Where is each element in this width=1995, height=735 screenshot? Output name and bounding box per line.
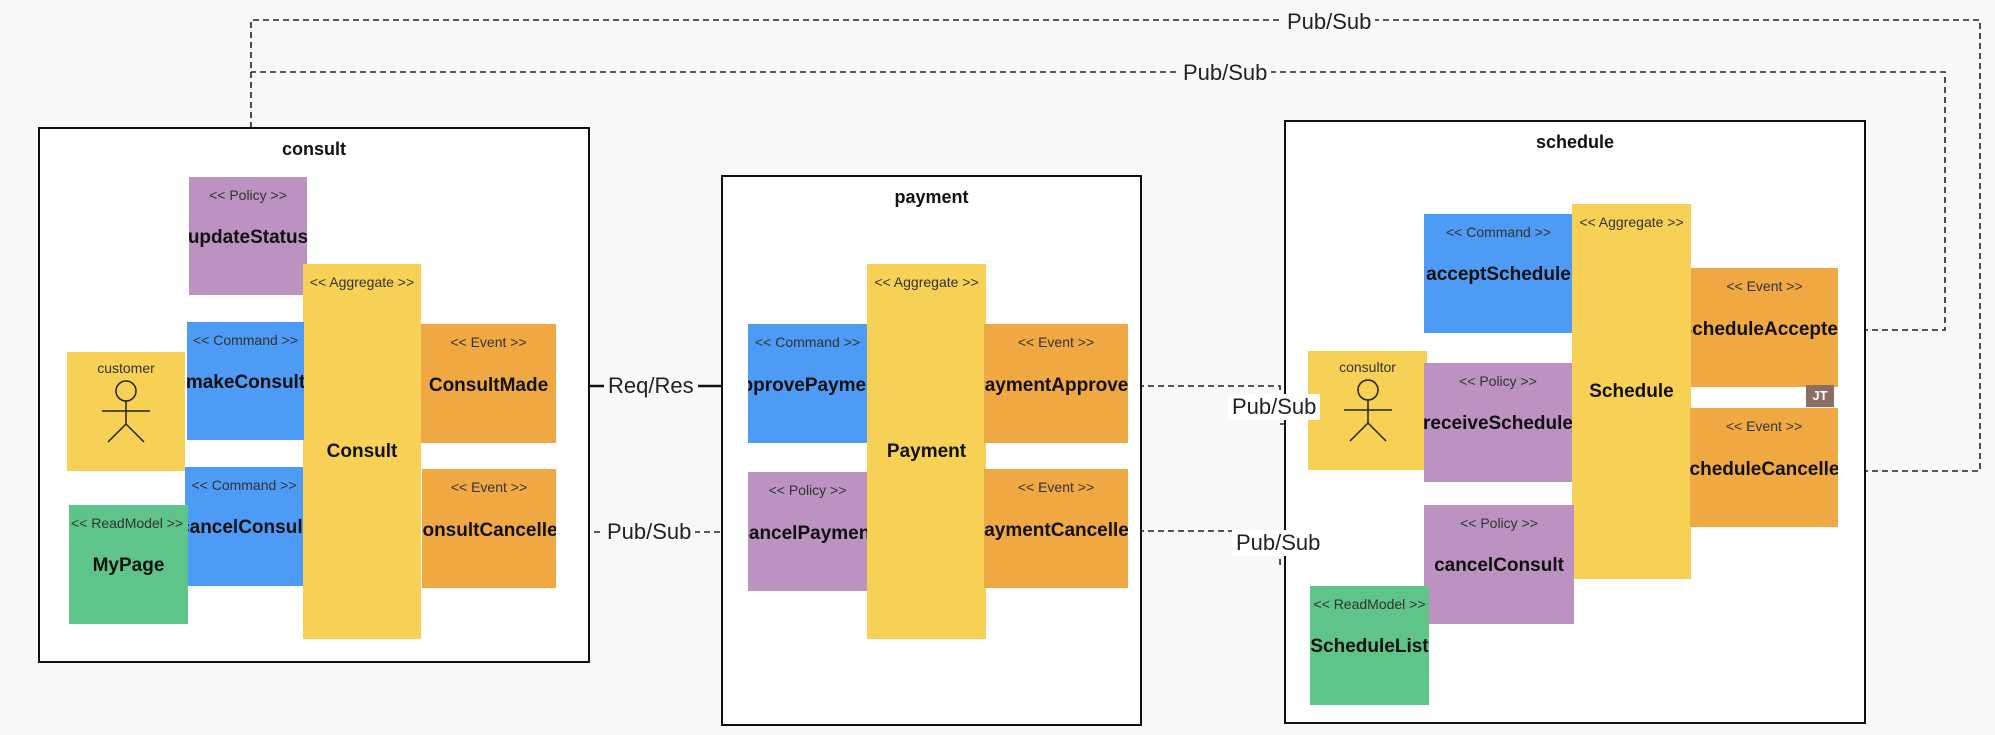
consultor-actor[interactable]: consultor	[1308, 351, 1427, 470]
stereotype-label: << Policy >>	[768, 482, 847, 498]
sticky-name: cancelPayment	[748, 523, 867, 544]
stereotype-label: << Policy >>	[209, 187, 287, 203]
stereotype-label: << Event >>	[1017, 334, 1095, 350]
consult-frame-title: consult	[281, 139, 346, 159]
stereotype-label: << Event >>	[1726, 278, 1803, 294]
sticky-name: acceptSchedule	[1426, 264, 1571, 285]
schedule-cancelled-event[interactable]: << Event >> ScheduleCancelled	[1690, 408, 1838, 527]
stereotype-label: << ReadModel >>	[71, 515, 184, 531]
payment-frame-title: payment	[894, 187, 969, 207]
schedule-frame-title: schedule	[1535, 132, 1615, 152]
pubsub-cancel-payment-label: Pub/Sub	[603, 519, 696, 545]
stereotype-label: << Event >>	[1725, 418, 1803, 434]
stereotype-label: << Command >>	[191, 477, 297, 493]
approve-payment-command[interactable]: << Command >> approvePayment	[748, 324, 867, 443]
mypage-readmodel[interactable]: << ReadModel >> MyPage	[69, 505, 188, 624]
sticky-name: ConsultMade	[428, 375, 549, 396]
actor-label: consultor	[1339, 359, 1396, 375]
stereotype-label: << Event >>	[450, 334, 527, 350]
payment-aggregate[interactable]: << Aggregate >> Payment	[867, 264, 986, 639]
user-avatar-badge: JT	[1806, 385, 1834, 407]
sticky-name: Payment	[886, 441, 967, 462]
cancel-consult-policy[interactable]: << Policy >> cancelConsult	[1424, 505, 1574, 624]
sticky-name: ScheduleAccepted	[1691, 319, 1838, 340]
schedule-aggregate[interactable]: << Aggregate >> Schedule	[1572, 204, 1691, 579]
sticky-name: PaymentCancelled	[984, 520, 1128, 541]
edge-payment-cancelled-to-cancel-consult	[1128, 530, 1428, 572]
stereotype-label: << Aggregate >>	[1579, 214, 1684, 230]
update-status-policy[interactable]: << Policy >> updateStatus	[189, 177, 307, 295]
sticky-name: cancelConsult	[185, 517, 303, 538]
pubsub-top-label: Pub/Sub	[1283, 9, 1376, 35]
customer-actor[interactable]: customer	[67, 352, 185, 471]
stereotype-label: << Policy >>	[1459, 373, 1537, 389]
accept-schedule-command[interactable]: << Command >> acceptSchedule	[1424, 214, 1573, 333]
sticky-name: receiveSchedule	[1424, 413, 1572, 434]
receive-schedule-policy[interactable]: << Policy >> receiveSchedule	[1424, 363, 1572, 482]
person-icon	[1344, 379, 1392, 442]
stereotype-label: << Command >>	[192, 332, 299, 348]
sticky-name: makeConsult	[187, 372, 304, 393]
req-res-label: Req/Res	[604, 373, 698, 399]
stereotype-label: << Aggregate >>	[309, 274, 415, 290]
sticky-name: approvePayment	[748, 375, 867, 396]
sticky-name: Schedule	[1589, 381, 1674, 402]
sticky-name: ScheduleList	[1310, 636, 1429, 657]
cancel-consult-command[interactable]: << Command >> cancelConsult	[185, 467, 303, 586]
consult-aggregate[interactable]: << Aggregate >> Consult	[303, 264, 421, 639]
stereotype-label: << Command >>	[754, 334, 861, 350]
sticky-name: updateStatus	[189, 227, 307, 248]
consult-made-event[interactable]: << Event >> ConsultMade	[421, 324, 556, 443]
stereotype-label: << ReadModel >>	[1313, 596, 1426, 612]
sticky-name: cancelConsult	[1434, 555, 1564, 576]
stereotype-label: << Aggregate >>	[874, 274, 979, 290]
sticky-name: Consult	[326, 441, 398, 462]
payment-approved-event[interactable]: << Event >> PaymentApproved	[984, 324, 1128, 443]
pubsub-second-label: Pub/Sub	[1179, 60, 1272, 86]
sticky-name: MyPage	[92, 555, 165, 576]
sticky-name: ScheduleCancelled	[1690, 459, 1838, 480]
stereotype-label: << Command >>	[1445, 224, 1552, 240]
sticky-name: PaymentApproved	[984, 375, 1128, 396]
cancel-payment-policy[interactable]: << Policy >> cancelPayment	[748, 472, 867, 591]
edge-schedule-accepted-to-update-status	[251, 71, 1946, 331]
person-icon	[102, 380, 150, 443]
consult-cancelled-event[interactable]: << Event >> ConsultCancelled	[422, 469, 556, 588]
schedule-list-readmodel[interactable]: << ReadModel >> ScheduleList	[1310, 586, 1429, 705]
schedule-accepted-event[interactable]: << Event >> ScheduleAccepted	[1691, 268, 1838, 387]
sticky-name: ConsultCancelled	[422, 520, 556, 541]
actor-label: customer	[97, 360, 155, 376]
pubsub-cancel-consult-label: Pub/Sub	[1232, 530, 1325, 556]
payment-cancelled-event[interactable]: << Event >> PaymentCancelled	[984, 469, 1128, 588]
make-consult-command[interactable]: << Command >> makeConsult	[187, 322, 304, 440]
stereotype-label: << Policy >>	[1460, 515, 1538, 531]
stereotype-label: << Event >>	[1017, 479, 1095, 495]
stereotype-label: << Event >>	[450, 479, 528, 495]
pubsub-receive-schedule-label: Pub/Sub	[1228, 394, 1321, 420]
